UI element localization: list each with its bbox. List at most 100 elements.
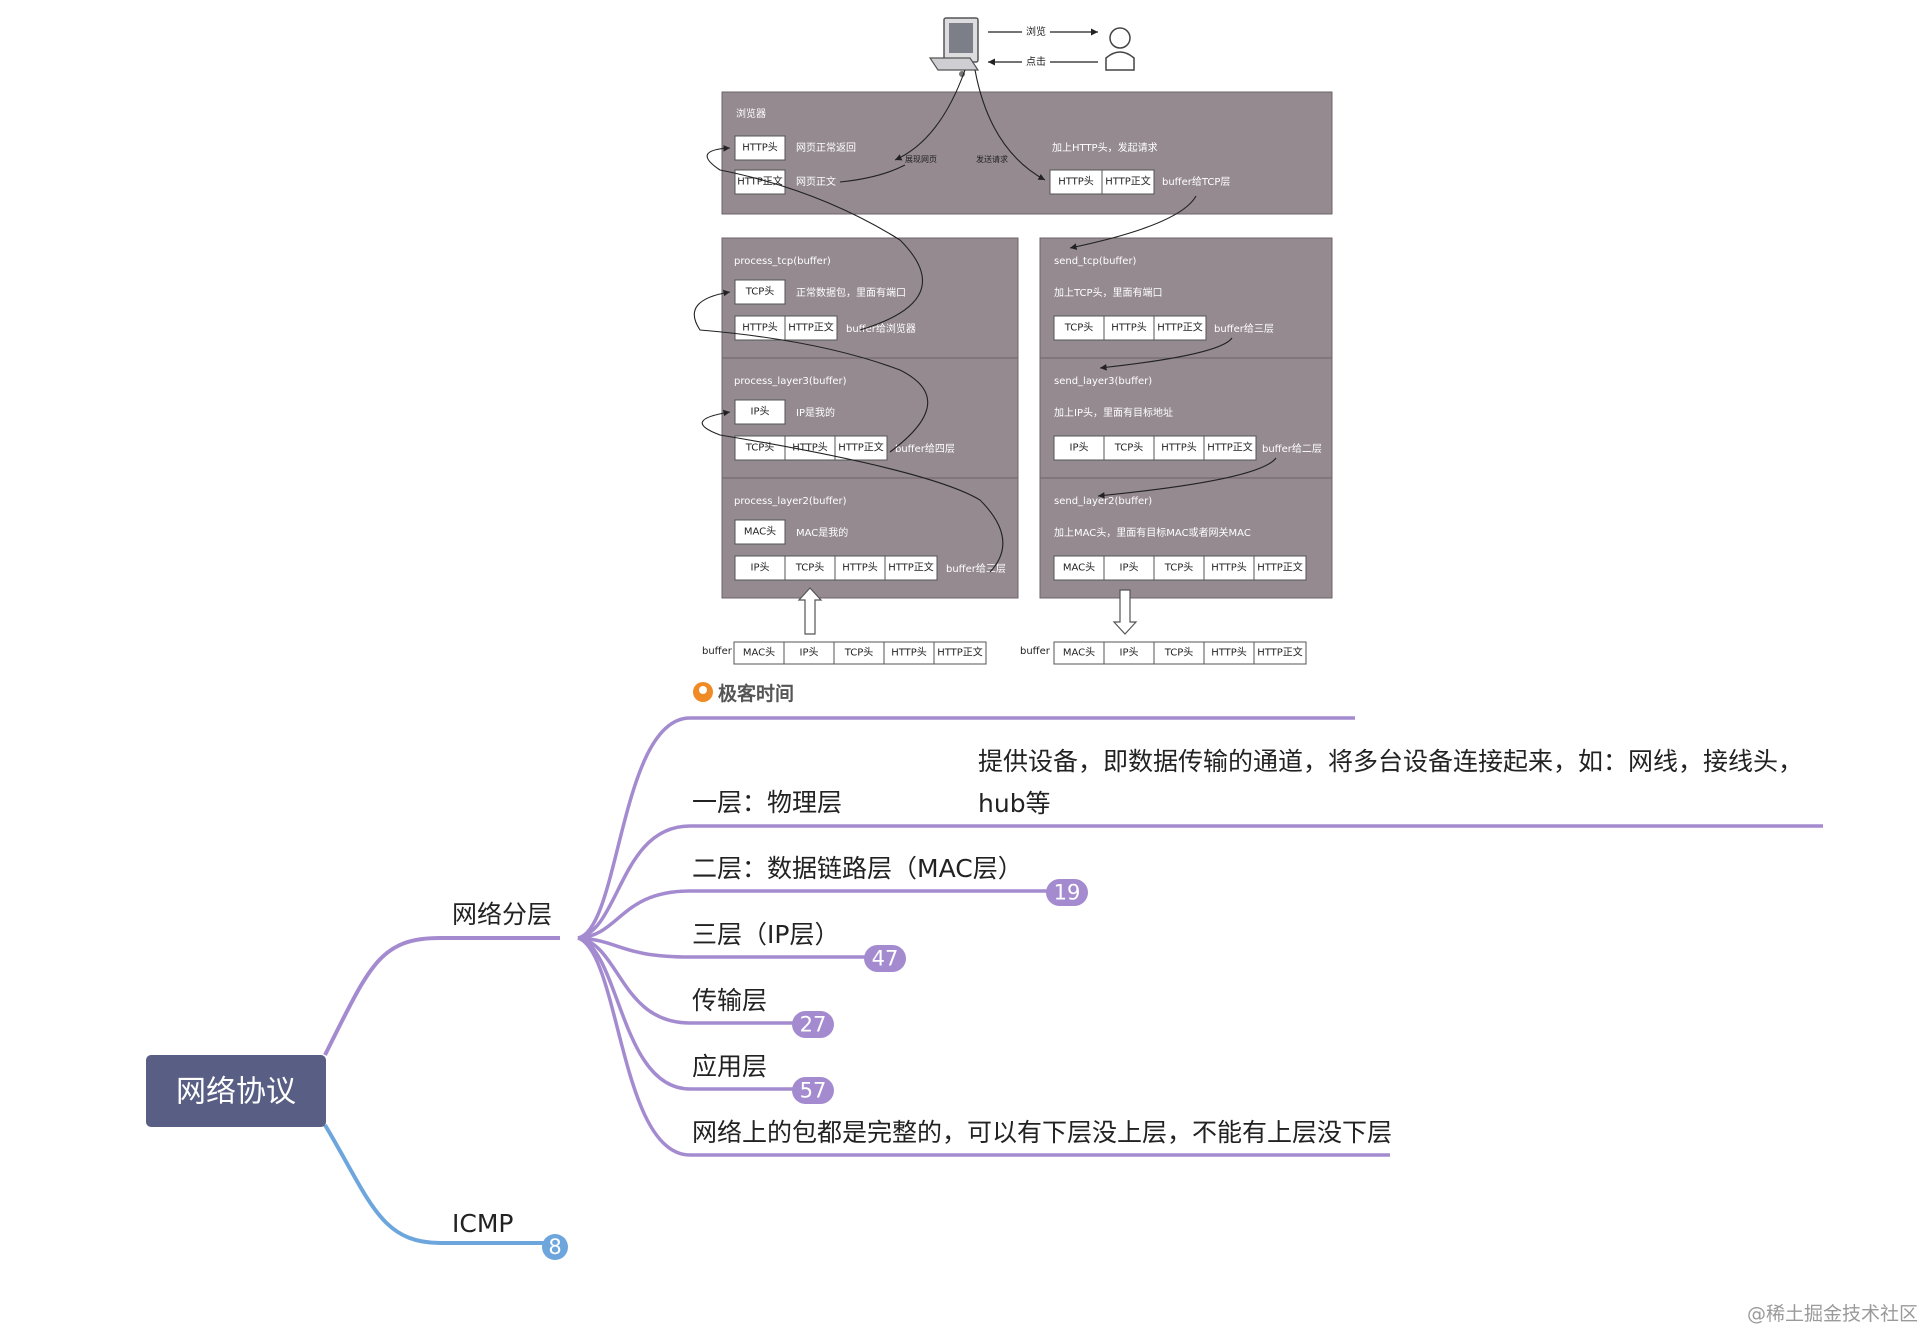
send-l3-tcp: TCP头 — [1114, 442, 1144, 454]
send-l3-body: HTTP正文 — [1207, 441, 1253, 454]
buf-left-mac: MAC头 — [743, 647, 775, 659]
send-l2-title: send_layer2(buffer) — [1054, 496, 1152, 507]
transport-badge-text: 27 — [800, 1013, 827, 1037]
send-l3-ip: IP头 — [1070, 442, 1089, 454]
datalink-count-badge[interactable]: 19 — [1046, 879, 1088, 906]
send-l3-title: send_layer3(buffer) — [1054, 376, 1152, 387]
recv-mac-note: MAC是我的 — [796, 526, 848, 539]
node-application-layer[interactable]: 应用层 — [692, 1052, 767, 1081]
node-physical-layer[interactable]: 一层：物理层 — [692, 788, 842, 817]
buf-right-http: HTTP头 — [1211, 647, 1247, 659]
recv-l3-http: HTTP头 — [792, 442, 828, 454]
buffer-left-label: buffer — [702, 646, 733, 657]
physical-note-line1[interactable]: 提供设备，即数据传输的通道，将多台设备连接起来，如：网线，接线头， — [978, 747, 1803, 776]
person-icon — [1105, 27, 1135, 71]
send-l3-to: buffer给二层 — [1262, 442, 1322, 455]
send-http-head: HTTP头 — [1058, 176, 1094, 188]
recv-l2-tcp: TCP头 — [795, 562, 825, 574]
recv-l2-body: HTTP正文 — [888, 561, 934, 574]
logo-text: 极客时间 — [718, 682, 794, 705]
recv-ip-note: IP是我的 — [796, 406, 835, 419]
send-l3-note: 加上IP头，里面有目标地址 — [1054, 406, 1173, 419]
datalink-badge-text: 19 — [1054, 881, 1081, 905]
recv-l2-http: HTTP头 — [842, 562, 878, 574]
send-l2-http: HTTP头 — [1211, 562, 1247, 574]
send-l2-tcp: TCP头 — [1164, 562, 1194, 574]
recv-l2-title: process_layer2(buffer) — [734, 496, 847, 507]
buf-right-mac: MAC头 — [1063, 647, 1095, 659]
computer-icon — [928, 17, 980, 77]
add-http-label: 加上HTTP头，发起请求 — [1052, 141, 1158, 154]
send-tcp-body: HTTP正文 — [1157, 321, 1203, 334]
recv-tcp-to: buffer给浏览器 — [846, 322, 916, 335]
send-tcp-to: buffer给三层 — [1214, 322, 1274, 335]
send-l3-http: HTTP头 — [1161, 442, 1197, 454]
send-column — [1039, 237, 1333, 599]
recv-l2-ip: IP头 — [751, 562, 770, 574]
send-l2-mac: MAC头 — [1063, 562, 1095, 574]
recv-l3-tcp: TCP头 — [745, 442, 775, 454]
send-l2-ip: IP头 — [1120, 562, 1139, 574]
recv-ip-head: IP头 — [751, 406, 770, 418]
recv-tcp-title: process_tcp(buffer) — [734, 256, 831, 267]
browser-title: 浏览器 — [736, 107, 766, 120]
buf-right-body: HTTP正文 — [1257, 646, 1303, 659]
to-tcp-label: buffer给TCP层 — [1162, 175, 1230, 188]
send-tcp-tcp: TCP头 — [1064, 322, 1094, 334]
recv-tcp-http-head: HTTP头 — [742, 322, 778, 334]
browser-http-head: HTTP头 — [742, 142, 778, 154]
browser-http-body: HTTP正文 — [737, 175, 783, 188]
page-ok-label: 网页正常返回 — [796, 141, 856, 154]
node-network-layer[interactable]: 三层（IP层） — [692, 920, 839, 949]
down-arrow-icon — [1112, 589, 1138, 635]
network-count-badge[interactable]: 47 — [864, 945, 906, 972]
physical-note-line2[interactable]: hub等 — [978, 789, 1051, 818]
recv-tcp-http-body: HTTP正文 — [788, 321, 834, 334]
buf-left-http: HTTP头 — [891, 647, 927, 659]
transport-count-badge[interactable]: 27 — [792, 1011, 834, 1038]
buf-right-ip: IP头 — [1120, 647, 1139, 659]
branch-icmp[interactable]: ICMP — [452, 1209, 513, 1238]
recv-l3-title: process_layer3(buffer) — [734, 376, 847, 387]
network-badge-text: 47 — [872, 947, 899, 971]
geektime-logo: 极客时间 — [693, 682, 794, 705]
recv-tcp-head: TCP头 — [745, 286, 775, 298]
render-label: 展现网页 — [905, 155, 937, 164]
mindmap-connectors — [323, 716, 1823, 1245]
recv-l3-body: HTTP正文 — [838, 441, 884, 454]
recv-mac-head: MAC头 — [744, 526, 776, 538]
icmp-badge-text: 8 — [548, 1235, 561, 1259]
send-tcp-title: send_tcp(buffer) — [1054, 256, 1137, 267]
node-datalink-layer[interactable]: 二层：数据链路层（MAC层） — [692, 854, 1023, 883]
page-body-label: 网页正文 — [796, 175, 836, 188]
send-l2-body: HTTP正文 — [1257, 561, 1303, 574]
recv-tcp-note: 正常数据包，里面有端口 — [796, 286, 906, 299]
watermark: @稀土掘金技术社区 — [1747, 1303, 1918, 1325]
root-label: 网络协议 — [176, 1075, 296, 1110]
up-arrow-icon — [797, 587, 823, 635]
send-http-body: HTTP正文 — [1105, 175, 1151, 188]
node-packet-note[interactable]: 网络上的包都是完整的，可以有下层没上层，不能有上层没下层 — [692, 1118, 1392, 1147]
network-layer-figure: 浏览 点击 浏览器 HTTP头 HTTP正文 网页正常返回 网页正文 展现网页 … — [693, 17, 1333, 705]
application-badge-text: 57 — [800, 1079, 827, 1103]
branch-network-layering[interactable]: 网络分层 — [452, 900, 552, 929]
send-tcp-note: 加上TCP头，里面有端口 — [1054, 286, 1163, 299]
buf-left-body: HTTP正文 — [937, 646, 983, 659]
buf-left-ip: IP头 — [800, 647, 819, 659]
recv-l3-to: buffer给四层 — [895, 442, 955, 455]
browse-label: 浏览 — [1026, 25, 1046, 38]
send-label: 发送请求 — [976, 154, 1008, 164]
root-node[interactable]: 网络协议 — [146, 1055, 326, 1127]
buf-left-tcp: TCP头 — [844, 647, 874, 659]
send-tcp-http: HTTP头 — [1111, 322, 1147, 334]
icmp-count-badge[interactable]: 8 — [542, 1234, 568, 1260]
node-transport-layer[interactable]: 传输层 — [692, 986, 767, 1015]
browser-box — [721, 91, 1333, 215]
click-label: 点击 — [1026, 56, 1046, 68]
buffer-left: MAC头 IP头 TCP头 HTTP头 HTTP正文 — [733, 641, 987, 665]
application-count-badge[interactable]: 57 — [792, 1077, 834, 1104]
buffer-right: MAC头 IP头 TCP头 HTTP头 HTTP正文 — [1053, 641, 1307, 665]
send-l2-note: 加上MAC头，里面有目标MAC或者网关MAC — [1054, 526, 1251, 539]
buffer-right-label: buffer — [1020, 646, 1051, 657]
